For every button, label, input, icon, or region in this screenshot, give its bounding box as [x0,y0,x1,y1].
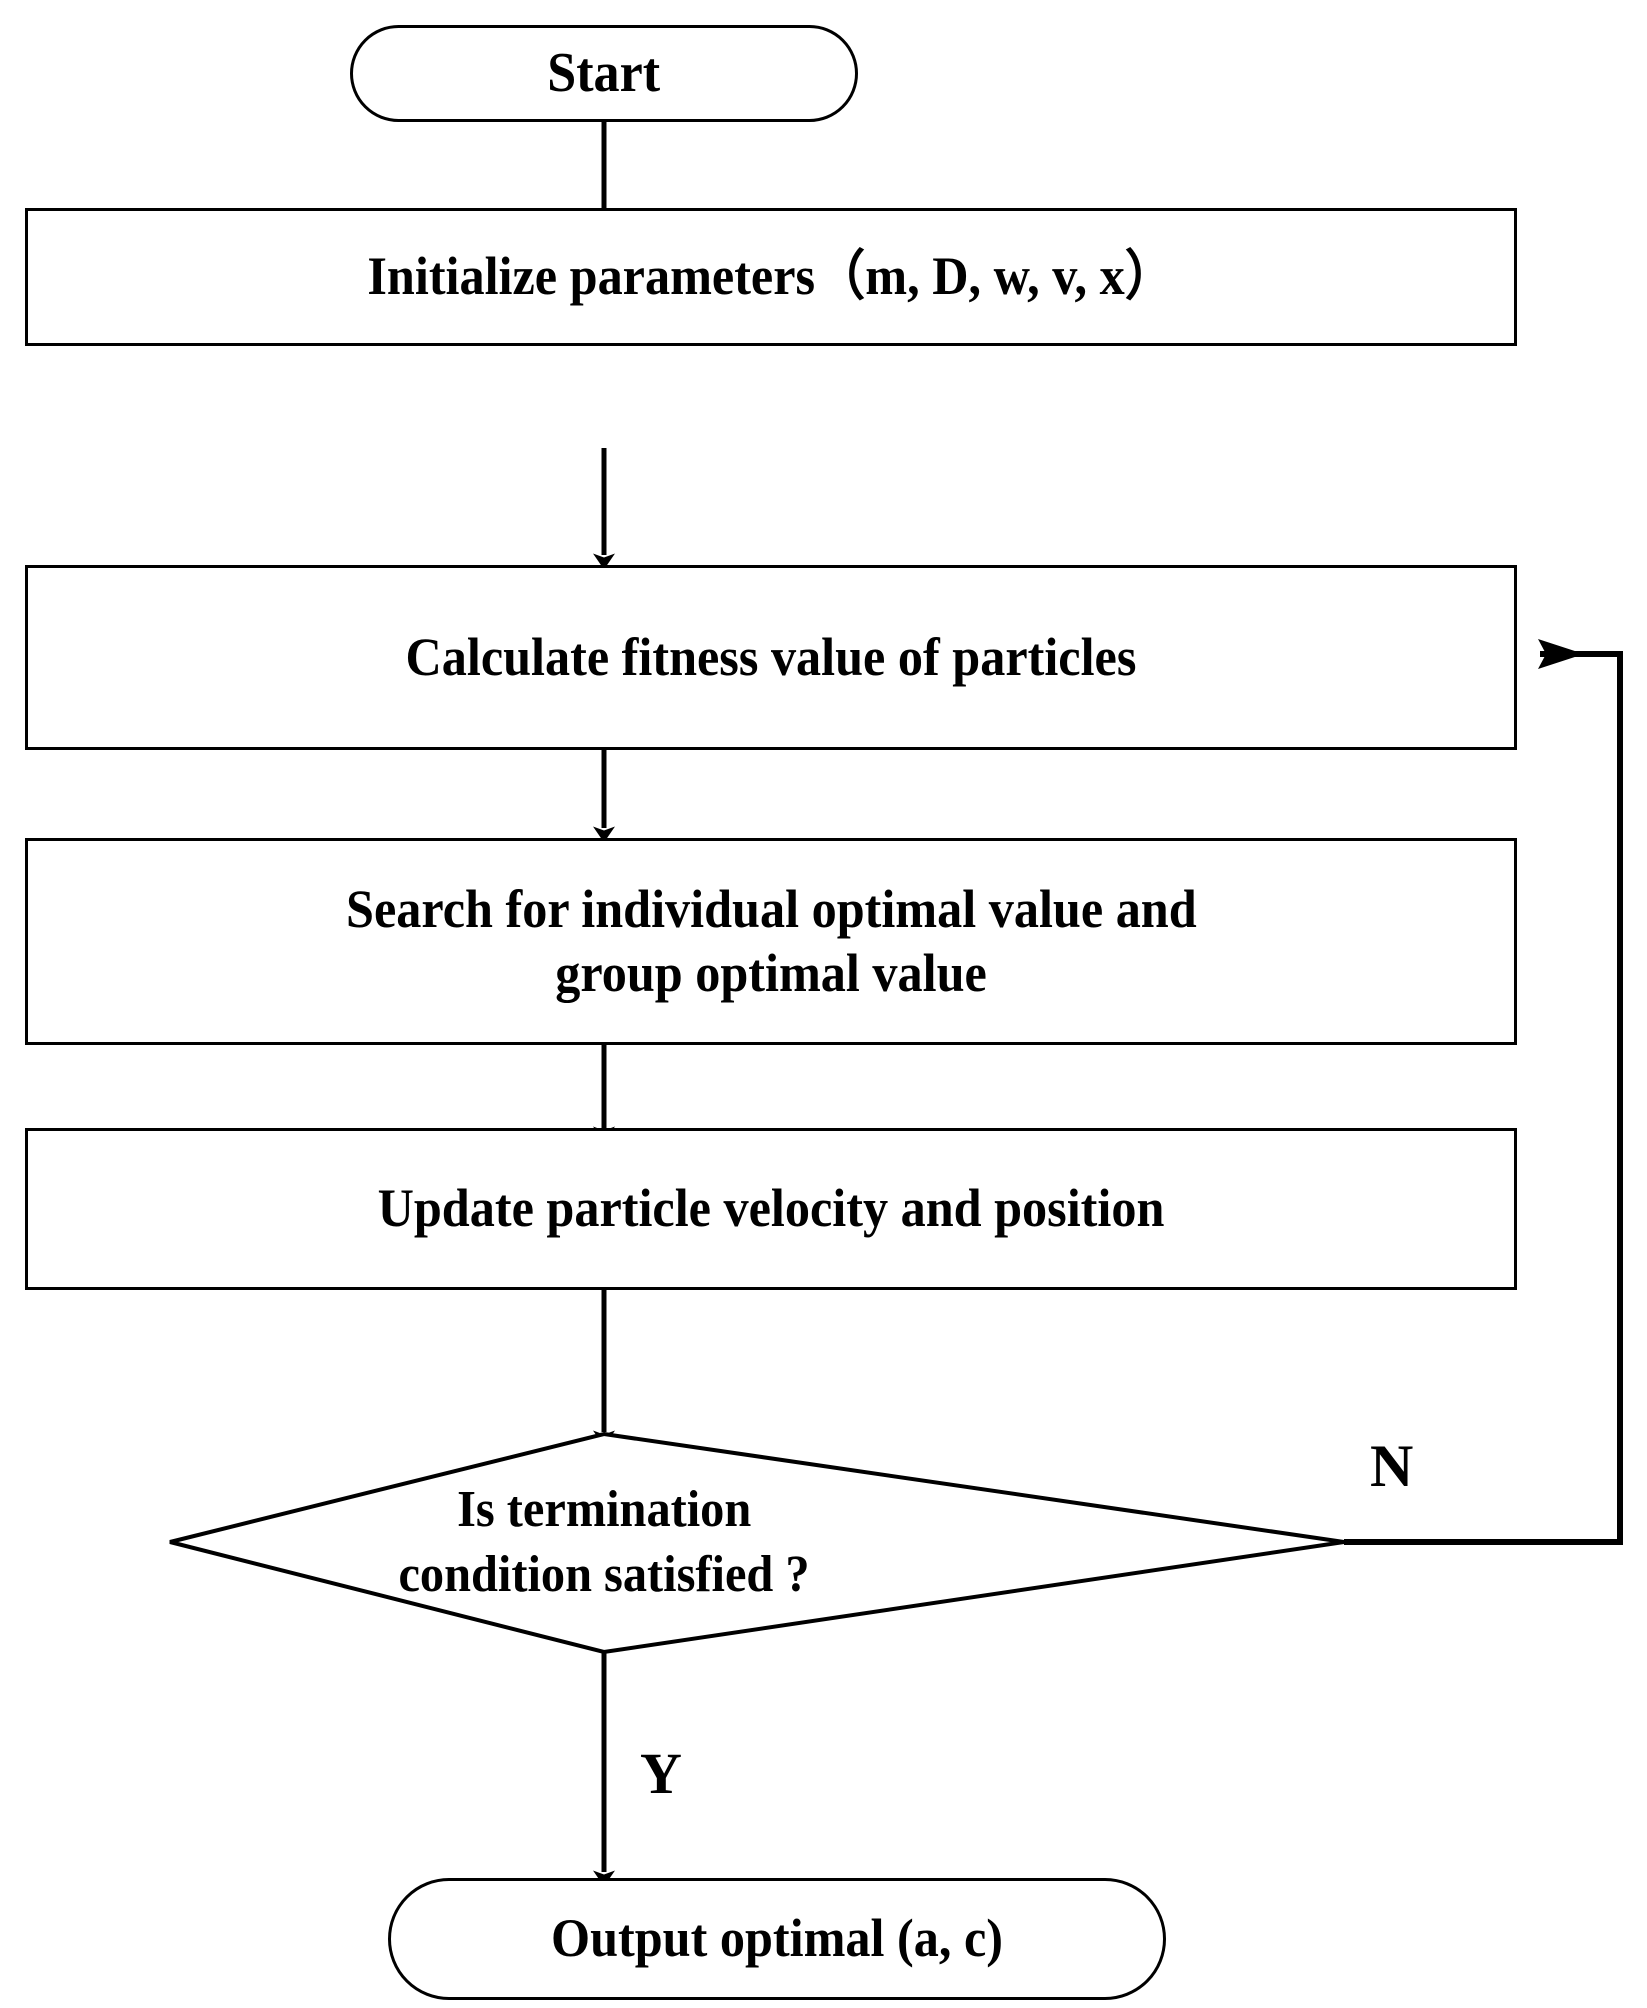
node-update-label: Update particle velocity and position [377,1178,1165,1239]
node-initialize-parameters[interactable]: Initialize parameters（m, D, w, v, x） [25,208,1517,346]
node-initialize-label: Initialize parameters（m, D, w, v, x） [367,246,1175,307]
edge-label-no-text: N [1370,1433,1414,1499]
node-search-label-line2: group optimal value [555,942,987,1003]
node-search-optimal[interactable]: Search for individual optimal value and … [25,838,1517,1045]
node-fitness-label: Calculate fitness value of particles [405,626,1137,687]
decision-diamond-shape [169,1431,1345,1655]
node-calculate-fitness[interactable]: Calculate fitness value of particles [25,565,1517,750]
node-update-velocity-position[interactable]: Update particle velocity and position [25,1128,1517,1290]
node-output-optimal[interactable]: Output optimal (a, c) [388,1878,1166,2000]
edge-label-yes-text: Y [640,1741,682,1806]
node-output-label: Output optimal (a, c) [551,1908,1003,1969]
connector-decision-no-loop [1344,639,1623,1545]
node-search-label-line1: Search for individual optimal value and [345,878,1197,939]
edge-label-yes: Y [640,1740,682,1807]
node-start[interactable]: Start [350,25,858,122]
edge-label-no: N [1370,1432,1413,1501]
node-start-label: Start [547,42,661,105]
